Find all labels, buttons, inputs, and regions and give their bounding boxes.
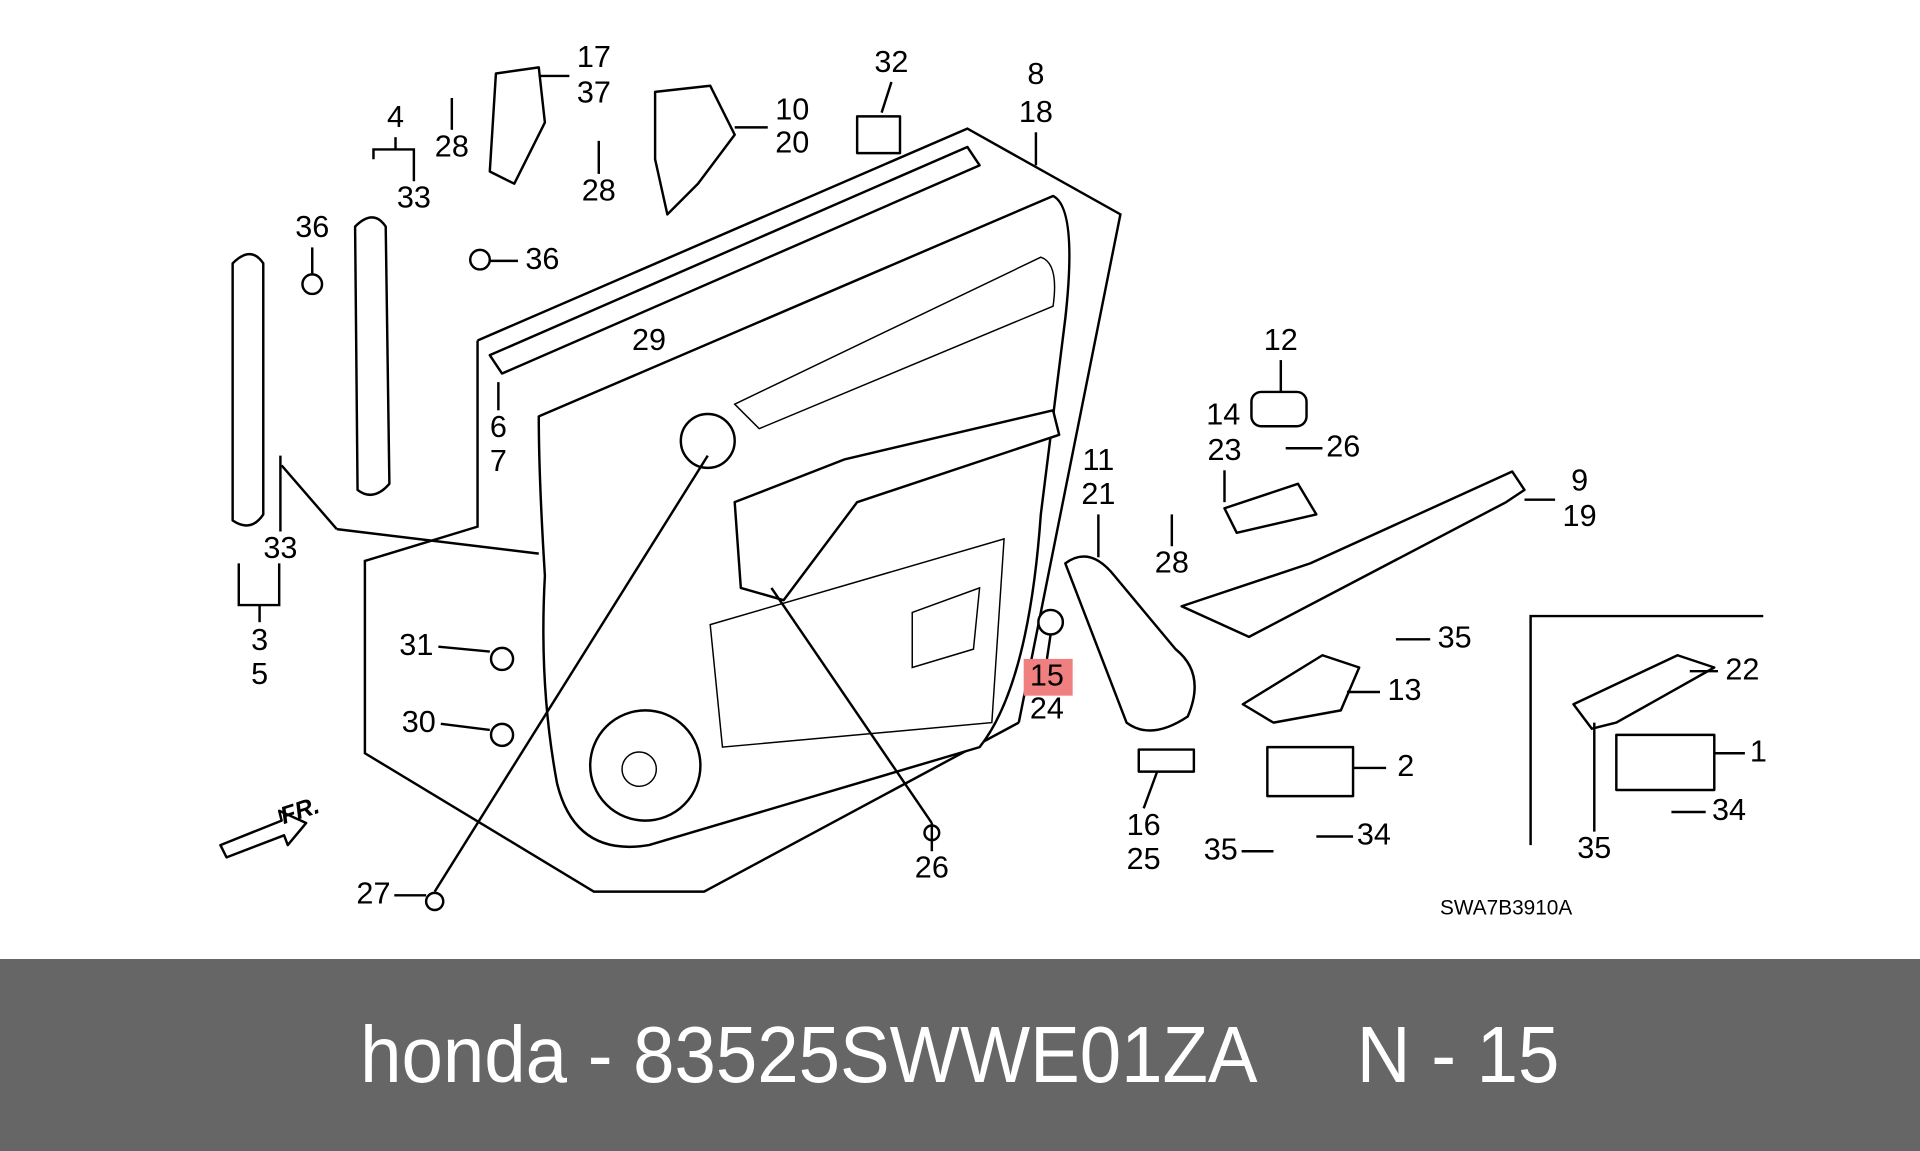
callout: 28: [582, 173, 616, 207]
callout: 5: [251, 657, 268, 691]
callout: 10: [775, 93, 809, 127]
callout: 31: [399, 628, 433, 662]
assembly-outline: [280, 127, 1764, 893]
callout: 25: [1127, 842, 1161, 876]
diagram-code: SWA7B3910A: [1440, 896, 1572, 919]
callout: 12: [1264, 323, 1298, 357]
callout: 16: [1127, 808, 1161, 842]
callout: 2: [1397, 749, 1414, 783]
parts-diagram: 17 37 28 10 20 28 32 8 18 4 33 36 36 29 …: [219, 40, 1767, 919]
callout: 20: [775, 126, 809, 160]
callout: 7: [490, 444, 507, 478]
highlight-marker: [1023, 658, 1073, 696]
callout: 21: [1081, 477, 1115, 511]
callout: 8: [1027, 57, 1044, 91]
callout: 36: [525, 242, 559, 276]
callout: 23: [1207, 433, 1241, 467]
callout: 36: [295, 210, 329, 244]
callout: 22: [1725, 652, 1759, 686]
callout: 35: [1204, 832, 1238, 866]
part-number-text: honda - 83525SWWE01ZA N - 15: [360, 1010, 1560, 1099]
callout: 1: [1750, 734, 1767, 768]
door-trim-panel: [488, 145, 1071, 849]
callout: 30: [402, 705, 436, 739]
callout: 13: [1387, 673, 1421, 707]
callout: 28: [1155, 546, 1189, 580]
callout: 32: [874, 45, 908, 79]
callout: 33: [397, 181, 431, 215]
callout: 28: [435, 129, 469, 163]
leader-lines: [237, 74, 1745, 897]
callout: 18: [1019, 95, 1053, 129]
callout: 35: [1438, 620, 1472, 654]
callout: 19: [1563, 499, 1597, 533]
parts: [219, 66, 1716, 912]
callout: 26: [1326, 429, 1360, 463]
callout: 6: [490, 410, 507, 444]
callout: 35: [1577, 831, 1611, 865]
callout: 34: [1357, 818, 1391, 852]
callout: 17: [577, 40, 611, 74]
callout-labels: 17 37 28 10 20 28 32 8 18 4 33 36 36 29 …: [251, 40, 1767, 919]
callout: 4: [387, 100, 404, 134]
front-direction-label: FR.: [277, 792, 323, 830]
callout: 34: [1712, 793, 1746, 827]
callout: 11: [1082, 443, 1114, 477]
callout-highlighted[interactable]: 15: [1030, 658, 1064, 692]
part-number-banner: honda - 83525SWWE01ZA N - 15: [0, 959, 1920, 1151]
callout: 3: [251, 623, 268, 657]
callout: 33: [263, 531, 297, 565]
callout: 14: [1206, 398, 1240, 432]
callout: 24: [1030, 691, 1064, 725]
callout: 9: [1571, 464, 1588, 498]
callout: 37: [577, 75, 611, 109]
callout: 27: [356, 876, 390, 910]
callout: 26: [915, 851, 949, 885]
callout: 29: [632, 323, 666, 357]
